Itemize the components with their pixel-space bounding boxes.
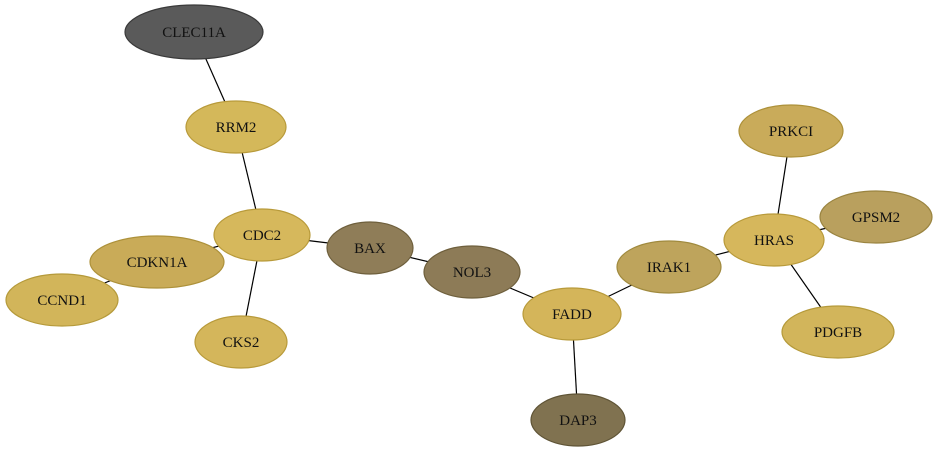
- node-label: BAX: [354, 241, 386, 257]
- node-bax[interactable]: BAX: [326, 221, 414, 275]
- node-label: CLEC11A: [162, 25, 226, 41]
- node-ellipse[interactable]: [194, 315, 288, 369]
- node-ellipse[interactable]: [326, 221, 414, 275]
- node-ellipse[interactable]: [530, 393, 626, 447]
- node-label: CCND1: [37, 293, 86, 309]
- node-label: PDGFB: [814, 325, 862, 341]
- node-ellipse[interactable]: [124, 4, 264, 60]
- node-rrm2[interactable]: RRM2: [185, 100, 287, 154]
- node-cdc2[interactable]: CDC2: [213, 208, 311, 262]
- node-irak1[interactable]: IRAK1: [616, 240, 722, 294]
- node-ellipse[interactable]: [781, 305, 895, 359]
- node-label: CKS2: [223, 335, 260, 351]
- node-label: FADD: [552, 307, 592, 323]
- node-label: RRM2: [216, 120, 257, 136]
- node-ellipse[interactable]: [213, 208, 311, 262]
- node-label: DAP3: [559, 413, 597, 429]
- node-hras[interactable]: HRAS: [723, 213, 825, 267]
- node-label: CDKN1A: [127, 255, 188, 271]
- node-ellipse[interactable]: [723, 213, 825, 267]
- node-ellipse[interactable]: [5, 273, 119, 327]
- node-label: HRAS: [754, 233, 794, 249]
- node-cdkn1a[interactable]: CDKN1A: [89, 235, 225, 289]
- node-pdgfb[interactable]: PDGFB: [781, 305, 895, 359]
- node-clec11a[interactable]: CLEC11A: [124, 4, 264, 60]
- node-nol3[interactable]: NOL3: [423, 245, 521, 299]
- node-label: NOL3: [453, 265, 491, 281]
- node-label: IRAK1: [647, 260, 691, 276]
- node-ellipse[interactable]: [738, 104, 844, 158]
- node-prkci[interactable]: PRKCI: [738, 104, 844, 158]
- node-label: PRKCI: [769, 124, 813, 140]
- node-ellipse[interactable]: [423, 245, 521, 299]
- node-dap3[interactable]: DAP3: [530, 393, 626, 447]
- node-ccnd1[interactable]: CCND1: [5, 273, 119, 327]
- node-fadd[interactable]: FADD: [522, 287, 622, 341]
- node-ellipse[interactable]: [185, 100, 287, 154]
- node-label: GPSM2: [852, 210, 900, 226]
- node-label: CDC2: [243, 228, 281, 244]
- node-ellipse[interactable]: [616, 240, 722, 294]
- node-ellipse[interactable]: [89, 235, 225, 289]
- node-ellipse[interactable]: [819, 190, 933, 244]
- node-cks2[interactable]: CKS2: [194, 315, 288, 369]
- node-ellipse[interactable]: [522, 287, 622, 341]
- node-gpsm2[interactable]: GPSM2: [819, 190, 933, 244]
